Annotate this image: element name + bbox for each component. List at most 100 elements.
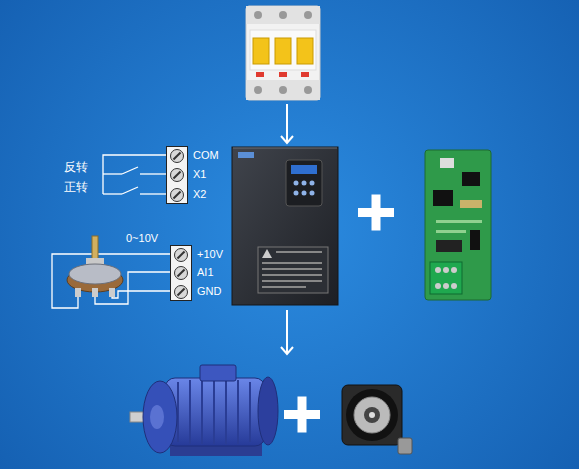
option-card-part — [436, 220, 482, 223]
terminal-screw — [174, 248, 188, 262]
plus-sign — [284, 397, 320, 433]
direction-label: 反转 — [64, 160, 88, 174]
flow-arrow-part — [281, 136, 293, 143]
plus-sign — [358, 195, 394, 231]
screw-slot — [177, 269, 185, 277]
circuit-breaker-part — [279, 86, 287, 94]
circuit-breaker-part — [253, 38, 269, 64]
option-card-part — [436, 230, 466, 233]
potentiometer-part — [75, 288, 81, 297]
switch-wiring-part — [122, 187, 138, 194]
encoder-part — [369, 412, 375, 418]
circuit-breaker-part — [246, 6, 320, 100]
terminal-block: +10V AI1GND — [170, 245, 240, 301]
motor-part — [225, 380, 227, 444]
motor-part — [249, 382, 251, 442]
option-card-part — [436, 240, 462, 252]
terminal-screw — [170, 188, 184, 202]
switch-wiring-part — [103, 155, 166, 194]
inverter-part — [302, 191, 307, 196]
encoder-part — [354, 397, 390, 433]
screw-slot — [177, 288, 185, 296]
flow-arrow-part — [286, 104, 288, 143]
switch-wiring-part — [103, 193, 122, 194]
switch-wiring-part — [140, 173, 166, 174]
inverter-part — [262, 249, 272, 258]
pin-name: X2 — [193, 187, 206, 201]
terminal-screw — [170, 149, 184, 163]
screw-slot — [173, 152, 181, 160]
circuit-breaker-part — [246, 80, 320, 100]
switch-wiring-part — [103, 173, 122, 174]
potentiometer-part — [109, 288, 115, 297]
motor-part — [150, 405, 164, 429]
circuit-breaker-part — [275, 38, 291, 64]
pin-name: AI1 — [197, 265, 214, 279]
circuit-breaker-part — [297, 38, 313, 64]
option-card — [425, 150, 491, 300]
terminal-block: COMX1X2 — [166, 146, 236, 204]
flow-arrow — [281, 104, 293, 143]
option-card-part — [443, 267, 449, 273]
pin-name: +10V — [197, 247, 223, 261]
terminal-strip — [170, 245, 192, 301]
inverter — [232, 147, 338, 305]
option-card-part — [462, 172, 480, 186]
motor-part — [200, 365, 236, 381]
circuit-breaker-part — [254, 11, 262, 19]
circuit-breaker-part — [301, 72, 309, 77]
switch-wiring — [103, 155, 166, 194]
terminal-strip — [166, 146, 188, 204]
motor — [130, 365, 278, 456]
motor-part — [178, 380, 250, 444]
switch-wiring-part — [140, 193, 166, 194]
inverter-part — [262, 268, 322, 270]
flow-arrow-part — [286, 310, 288, 354]
inverter-part — [233, 148, 337, 149]
option-card-part — [430, 262, 462, 294]
pot-wiring-part — [112, 291, 170, 298]
flow-arrow-part — [281, 347, 293, 354]
inverter-part — [262, 274, 322, 276]
switch-wiring-part — [122, 167, 138, 174]
potentiometer-part — [69, 264, 121, 284]
terminal-screw — [170, 168, 184, 182]
option-card-part — [425, 150, 491, 300]
inverter-part — [310, 181, 315, 186]
terminal-screw — [174, 285, 188, 299]
encoder-part — [342, 385, 402, 445]
encoder-part — [364, 407, 380, 423]
inverter-part — [262, 280, 322, 282]
pot-wiring — [52, 254, 170, 308]
signal-range: 0~10V — [126, 231, 158, 245]
inverter-part — [262, 286, 306, 288]
encoder-part — [346, 389, 398, 441]
option-card-part — [435, 267, 441, 273]
option-card-part — [451, 267, 457, 273]
plus-sign-part — [298, 397, 307, 433]
inverter-part — [258, 247, 328, 293]
inverter-part — [286, 160, 322, 206]
terminal-screw — [174, 266, 188, 280]
potentiometer-part — [92, 288, 98, 297]
encoder-part — [398, 438, 412, 454]
motor-part — [165, 378, 265, 446]
circuit-breaker-part — [279, 11, 287, 19]
circuit-breaker-part — [256, 72, 264, 77]
motor-part — [258, 377, 278, 445]
pin-name: GND — [197, 284, 221, 298]
pin-name: X1 — [193, 167, 206, 181]
option-card-part — [433, 190, 453, 206]
circuit-breaker-part — [304, 86, 312, 94]
circuit-breaker — [246, 6, 320, 100]
inverter-part — [291, 165, 317, 174]
screw-slot — [173, 171, 181, 179]
potentiometer — [67, 236, 123, 297]
pot-wiring-part — [52, 254, 170, 308]
circuit-breaker-part — [246, 6, 320, 24]
screw-slot — [177, 251, 185, 259]
option-card-part — [460, 200, 482, 208]
circuit-breaker-part — [279, 72, 287, 77]
option-card-part — [440, 158, 454, 168]
